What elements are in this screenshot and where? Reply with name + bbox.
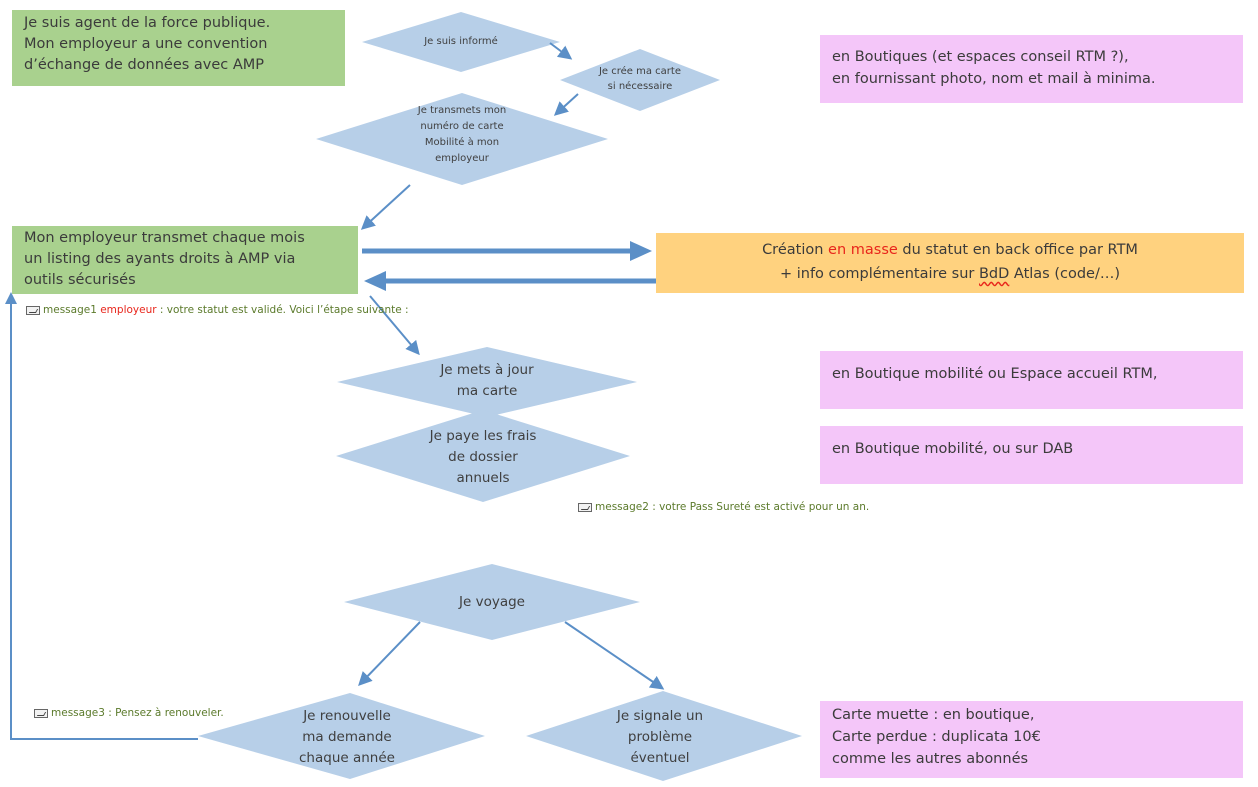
message1: message1 employeur : votre statut est va… [26,304,409,316]
diamond-transmets-line-1: Je transmets mon [417,105,507,116]
message2-text: message2 : votre Pass Sureté est activé … [595,501,870,513]
message3: message3 : Pensez à renouveler. [34,707,224,719]
diamond-paye-line-1: Je paye les frais [429,428,537,444]
message-icon [34,708,48,718]
message1-employer: employeur [100,304,157,316]
pink-dab-text: en Boutique mobilité, ou sur DAB [832,441,1074,457]
pink-boutiques-line-1: en Boutiques (et espaces conseil RTM ?), [832,49,1129,65]
green-employer-line-3: outils sécurisés [24,272,136,288]
diamond-cree-label: Je crée ma carte si nécessaire [580,64,700,94]
arrowhead-renew-loop [5,292,17,304]
orange-line-1-rest: du statut en back office par RTM [897,242,1138,258]
diamond-informe [362,12,560,72]
green-agent-line-2: Mon employeur a une convention [24,36,268,52]
arrowhead-creation-to-employer [364,271,386,291]
diamond-renouvelle [198,693,485,779]
pink-box-carte: Carte muette : en boutique, Carte perdue… [820,701,1243,778]
diamond-paye-label: Je paye les frais de dossier annuels [408,426,558,489]
diamond-signale-line-2: problème [627,729,693,745]
diamond-voyage-text: Je voyage [459,594,525,610]
message3-text: message3 : Pensez à renouveler. [51,707,224,719]
green-agent-line-1: Je suis agent de la force publique. [24,15,271,31]
message1-rest: : votre statut est validé. Voici l’étape… [156,304,409,316]
orange-line-1: Création en masse du statut en back offi… [666,238,1234,262]
diamond-informe-text: Je suis informé [424,36,498,47]
arrow-renew-loop [10,302,198,740]
diamond-transmets-line-4: employeur [435,153,489,164]
orange-line-2-spellcheck: BdD [978,266,1010,282]
diamond-signale-line-1: Je signale un [616,708,704,724]
diamond-cree [560,49,720,111]
diamond-signale [526,691,802,781]
pink-carte-line-1: Carte muette : en boutique, [832,707,1035,723]
diamond-paye-line-3: annuels [456,470,510,486]
diamond-maj-line-1: Je mets à jour [440,362,534,378]
diamond-paye-line-2: de dossier [448,449,518,465]
diamond-cree-line-1: Je crée ma carte [598,66,681,77]
diamond-voyage [344,564,640,640]
pink-box-dab: en Boutique mobilité, ou sur DAB [820,426,1243,484]
arrow-transmets-to-employer [360,184,411,230]
arrow-voyage-to-renouvelle [358,621,421,687]
green-employer-line-2: un listing des ayants droits à AMP via [24,251,296,267]
diamond-signale-line-3: éventuel [630,750,690,766]
diamond-paye [336,410,630,502]
message-icon [26,305,40,315]
diamond-informe-label: Je suis informé [398,34,524,49]
arrow-cree-to-transmets [553,93,579,116]
pink-boutiques-line-2: en fournissant photo, nom et mail à mini… [832,71,1156,87]
green-agent-line-3: d’échange de données avec AMP [24,57,265,73]
diamond-transmets-line-2: numéro de carte [420,121,504,132]
pink-carte-line-2: Carte perdue : duplicata 10€ [832,729,1041,745]
diamond-cree-line-2: si nécessaire [607,81,673,92]
green-box-employer: Mon employeur transmet chaque mois un li… [12,226,358,294]
diamond-renouvelle-line-2: ma demande [302,729,392,745]
diamond-renouvelle-line-3: chaque année [299,750,395,766]
pink-carte-line-3: comme les autres abonnés [832,751,1029,767]
pink-box-boutiques: en Boutiques (et espaces conseil RTM ?),… [820,35,1243,103]
diamond-maj [337,347,637,417]
diamond-maj-label: Je mets à jour ma carte [412,360,562,402]
diamond-transmets [316,93,608,185]
diamond-renouvelle-label: Je renouvelle ma demande chaque année [282,706,412,769]
diamond-transmets-line-3: Mobilité à mon [424,137,500,148]
arrow-voyage-to-signale [564,621,665,690]
orange-line-2-rest: Atlas (code/…) [1009,266,1121,282]
green-box-agent: Je suis agent de la force publique. Mon … [12,10,345,86]
arrow-employer-to-maj [369,295,420,356]
message2: message2 : votre Pass Sureté est activé … [578,501,869,513]
diamond-maj-line-2: ma carte [456,383,518,399]
orange-box-creation: Création en masse du statut en back offi… [656,233,1244,293]
orange-line-1-text: Création [762,242,829,258]
arrow-informe-to-cree [549,42,573,60]
message1-text: message1 employeur : votre statut est va… [43,304,409,316]
pink-box-maj: en Boutique mobilité ou Espace accueil R… [820,351,1243,409]
orange-line-2: + info complémentaire sur BdD Atlas (cod… [666,262,1234,286]
message1-label: message1 [43,304,101,316]
pink-maj-text: en Boutique mobilité ou Espace accueil R… [832,366,1158,382]
diamond-signale-label: Je signale un problème éventuel [595,706,725,769]
orange-line-1-highlight: en masse [828,242,898,258]
green-employer-line-1: Mon employeur transmet chaque mois [24,230,305,246]
diamond-voyage-label: Je voyage [417,592,567,613]
orange-line-2-text: + info complémentaire sur [779,266,979,282]
diamond-renouvelle-line-1: Je renouvelle [303,708,391,724]
diamond-transmets-label: Je transmets mon numéro de carte Mobilit… [402,103,522,167]
arrowhead-employer-to-creation [630,241,652,261]
message-icon [578,502,592,512]
